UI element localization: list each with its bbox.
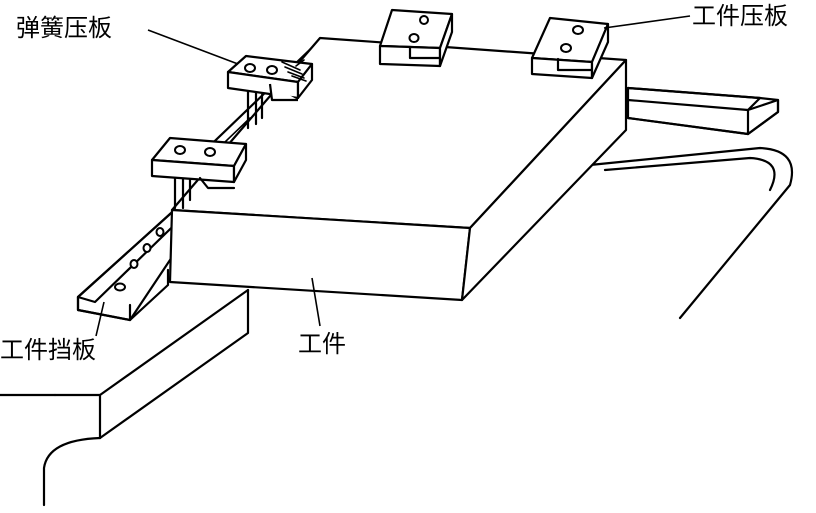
rail-hole — [129, 259, 139, 269]
machine-table — [0, 146, 794, 507]
clamp-hole — [560, 43, 572, 53]
label-workpiece-stop: 工件挡板 — [0, 336, 96, 364]
rail-hole — [142, 243, 152, 253]
clamp-hole — [419, 15, 429, 25]
leader-workpiece-clamp — [603, 15, 691, 29]
leader-workpiece — [311, 277, 321, 327]
rail-hole — [114, 282, 126, 292]
right-rail — [626, 86, 780, 136]
spring-clamp — [226, 54, 314, 130]
leader-spring-clamp — [147, 29, 239, 65]
label-spring-clamp: 弹簧压板 — [16, 14, 112, 42]
clamp-hole — [572, 25, 584, 35]
clamp-hole — [204, 147, 216, 157]
workpiece-clamp-middle — [378, 8, 454, 68]
clamp-hole — [408, 33, 420, 43]
label-workpiece-clamp: 工件压板 — [692, 2, 788, 30]
clamp-hole — [266, 65, 278, 75]
side-clamp — [150, 136, 248, 210]
leader-workpiece-stop — [95, 301, 105, 337]
workpiece-clamp-right — [530, 16, 610, 80]
back-rail-edge — [193, 38, 322, 162]
clamp-hole — [244, 63, 256, 73]
label-workpiece: 工件 — [298, 330, 346, 358]
rail-hole — [155, 227, 165, 237]
clamp-hole — [174, 145, 186, 155]
